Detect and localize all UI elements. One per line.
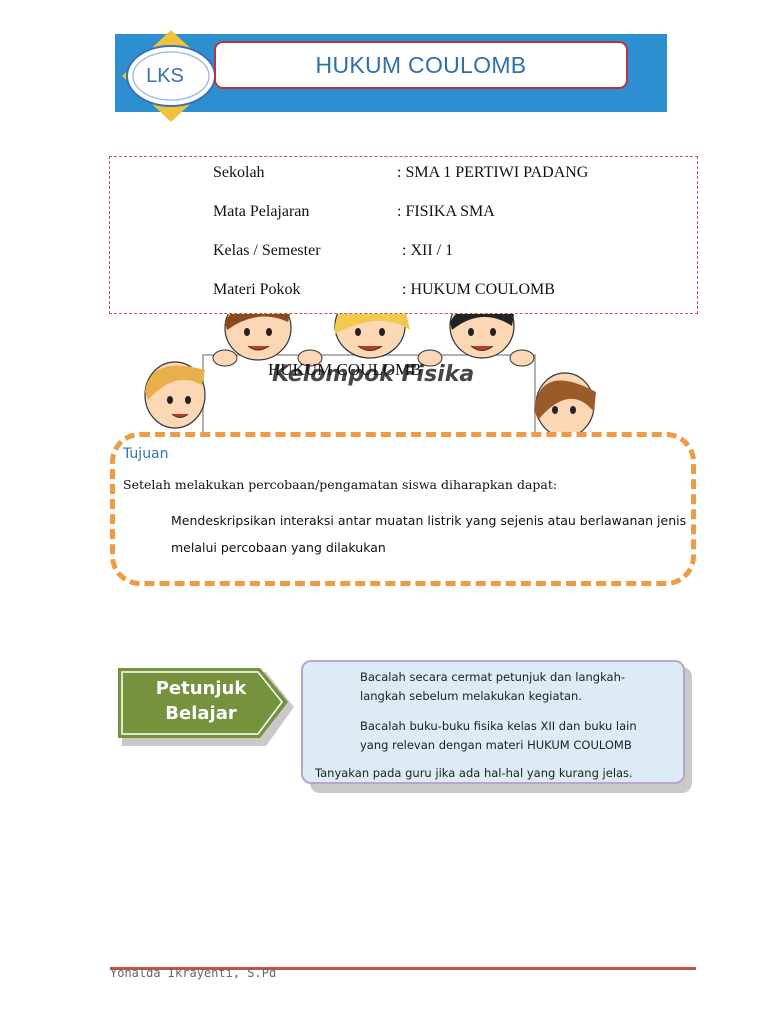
header-title-box: HUKUM COULOMB	[214, 41, 628, 89]
info-value: : FISIKA SMA	[397, 203, 495, 220]
petunjuk-box: Bacalah secara cermat petunjuk dan langk…	[301, 660, 685, 784]
lks-badge-icon	[122, 30, 220, 122]
info-value: : HUKUM COULOMB	[402, 281, 555, 298]
petunjuk-item: Tanyakan pada guru jika ada hal-hal yang…	[315, 766, 633, 780]
tujuan-intro: Setelah melakukan percobaan/pengamatan s…	[123, 477, 558, 492]
tujuan-line-2: melalui percobaan yang dilakukan	[171, 540, 386, 555]
footer-divider	[110, 967, 696, 970]
info-label: Mata Pelajaran	[213, 203, 310, 220]
sign-script-text: Kelompok Fisika	[272, 362, 475, 387]
petunjuk-arrow-icon	[118, 668, 294, 746]
petunjuk-item: Bacalah secara cermat petunjuk dan langk…	[360, 670, 626, 684]
petunjuk-item: Bacalah buku-buku fisika kelas XII dan b…	[360, 719, 637, 733]
petunjuk-item: langkah sebelum melakukan kegiatan.	[360, 689, 582, 703]
petunjuk-label: Petunjuk Belajar	[126, 676, 276, 726]
footer-author: Yonalda Ikrayenti, S.Pd	[110, 966, 277, 980]
kids-holding-sign-illustration	[144, 300, 596, 440]
info-value: : SMA 1 PERTIWI PADANG	[397, 164, 589, 181]
lks-badge-text: LKS	[146, 65, 184, 87]
tujuan-title: Tujuan	[123, 446, 169, 462]
info-box: Sekolah : SMA 1 PERTIWI PADANG Mata Pela…	[109, 156, 698, 314]
petunjuk-label-line-1: Petunjuk	[155, 678, 247, 699]
tujuan-box	[110, 432, 696, 586]
info-label: Sekolah	[213, 164, 265, 181]
petunjuk-item: yang relevan dengan materi HUKUM COULOMB	[360, 738, 632, 752]
tujuan-line-1: Mendeskripsikan interaksi antar muatan l…	[171, 513, 687, 528]
petunjuk-label-line-2: Belajar	[165, 703, 237, 724]
page-title: HUKUM COULOMB	[315, 51, 527, 78]
info-label: Kelas / Semester	[213, 242, 321, 259]
info-label: Materi Pokok	[213, 281, 301, 298]
sign-title-text: HUKUM COULOMB	[268, 360, 422, 379]
info-value: : XII / 1	[402, 242, 454, 259]
